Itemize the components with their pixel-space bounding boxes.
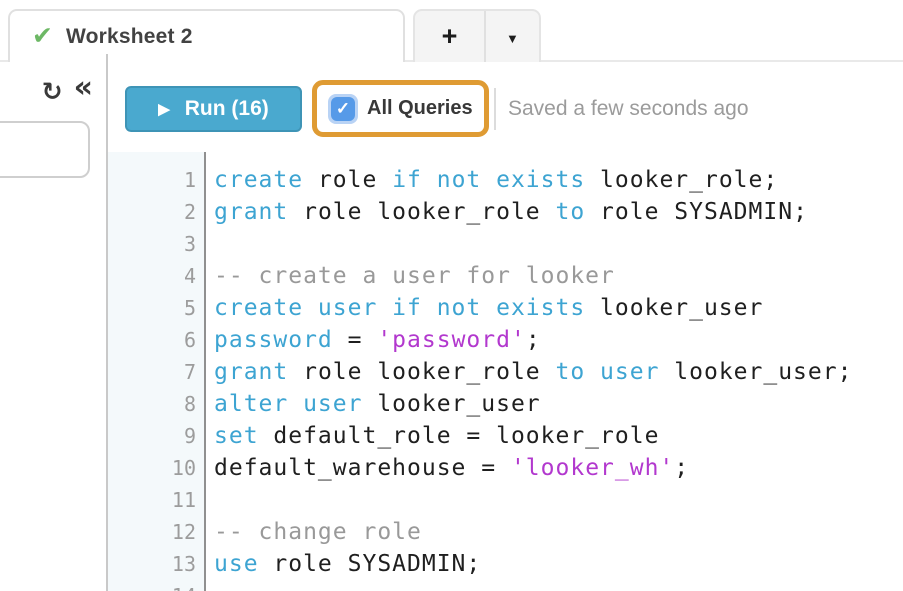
code-token-cm: -- change role (214, 519, 422, 545)
new-worksheet-button[interactable]: + (415, 11, 486, 62)
code-token-pl: role SYSADMIN; (258, 551, 482, 577)
code-token-cm: -- create a user for looker (214, 263, 615, 289)
code-token-str: 'looker_wh' (510, 455, 675, 481)
code-token-kw: password (214, 327, 333, 353)
main-area: ▶ Run (16) ✓ All Queries Saved a few sec… (108, 62, 903, 591)
line-number: 9 (183, 424, 196, 448)
code-line[interactable]: -- change role (214, 516, 903, 548)
line-number: 11 (171, 488, 196, 512)
toolbar-divider (494, 88, 496, 130)
code-line[interactable] (214, 484, 903, 516)
code-line[interactable]: -- create a user for looker (214, 260, 903, 292)
code-token-pl: role SYSADMIN; (585, 199, 808, 225)
code-token-pl: role looker_role (288, 199, 556, 225)
line-number: 4 (183, 264, 196, 288)
code-token-kw: create user if not exists (214, 295, 586, 321)
line-number: 12 (171, 520, 196, 544)
line-number: 7 (183, 360, 196, 384)
code-line[interactable]: set default_role = looker_role (214, 420, 903, 452)
code-token-pl: looker_user (362, 391, 541, 417)
search-box[interactable] (0, 121, 90, 178)
all-queries-checkbox[interactable]: ✓ (328, 93, 358, 124)
sql-editor: 1234567891011121314 create role if not e… (108, 152, 903, 591)
play-icon: ▶ (158, 100, 170, 118)
code-token-pl: role (303, 167, 393, 193)
tab-bar: ✔ Worksheet 2 + ▼ (0, 0, 903, 62)
code-token-pl: ; (674, 455, 690, 481)
code-token-kw: grant (214, 359, 289, 385)
code-line[interactable]: alter user looker_user (214, 388, 903, 420)
tab-worksheet-2[interactable]: ✔ Worksheet 2 (8, 9, 405, 62)
code-token-kw: grant (214, 199, 289, 225)
code-token-kw: use (214, 551, 259, 577)
line-number: 3 (183, 232, 196, 256)
line-number: 8 (183, 392, 196, 416)
line-number: 13 (171, 552, 196, 576)
line-number: 1 (183, 168, 196, 192)
worksheet-toolbar: ▶ Run (16) ✓ All Queries Saved a few sec… (108, 62, 903, 152)
code-line[interactable] (214, 228, 903, 260)
collapse-panel-icon[interactable]: « (73, 70, 93, 105)
code-token-pl: = (332, 327, 378, 353)
code-token-kw: create (214, 167, 304, 193)
code-line[interactable]: use role SYSADMIN; (214, 548, 903, 580)
code-line[interactable]: default_warehouse = 'looker_wh'; (214, 452, 903, 484)
line-number: 6 (183, 328, 196, 352)
all-queries-highlight-box: ✓ All Queries (312, 80, 489, 137)
code-line[interactable]: grant role looker_role to user looker_us… (214, 356, 903, 388)
code-line[interactable]: create user if not exists looker_user (214, 292, 903, 324)
line-number: 10 (171, 456, 196, 480)
code-token-pl: ; (525, 327, 541, 353)
line-number-gutter: 1234567891011121314 (108, 152, 206, 591)
code-token-kw: to user (555, 359, 660, 385)
code-line[interactable] (214, 580, 903, 591)
code-token-pl: role looker_role (288, 359, 556, 385)
code-token-kw: to (555, 199, 586, 225)
line-number: 2 (183, 200, 196, 224)
run-button-label: Run (16) (184, 97, 269, 120)
code-token-pl: looker_user (585, 295, 764, 321)
code-token-pl: default_warehouse = (214, 455, 511, 481)
code-line[interactable]: password = 'password'; (214, 324, 903, 356)
code-line[interactable]: create role if not exists looker_role; (214, 164, 903, 196)
refresh-icon[interactable]: ↻ (41, 76, 63, 106)
worksheet-menu-dropdown-button[interactable]: ▼ (486, 11, 539, 62)
code-token-kw: set (214, 423, 259, 449)
checkbox-check-icon: ✓ (331, 96, 355, 121)
line-number: 5 (183, 296, 196, 320)
code-area[interactable]: create role if not exists looker_role;gr… (206, 152, 903, 591)
code-token-kw: alter user (214, 391, 363, 417)
panel-icon-row: ↻ « (41, 70, 93, 106)
panel-divider (106, 54, 108, 591)
code-line[interactable]: grant role looker_role to role SYSADMIN; (214, 196, 903, 228)
code-token-pl: looker_user; (659, 359, 853, 385)
run-button[interactable]: ▶ Run (16) (125, 86, 302, 132)
all-queries-label: All Queries (367, 97, 473, 119)
code-token-str: 'password' (377, 327, 526, 353)
new-tab-button-group: + ▼ (413, 9, 541, 62)
code-token-pl: looker_role; (585, 167, 779, 193)
object-side-panel: ↻ « (0, 62, 106, 591)
tab-label: Worksheet 2 (65, 24, 193, 48)
saved-status-text: Saved a few seconds ago (508, 97, 749, 120)
code-token-pl: default_role = looker_role (258, 423, 660, 449)
line-number: 14 (108, 580, 196, 591)
saved-check-icon: ✔ (32, 22, 53, 50)
code-token-kw: if not exists (392, 167, 586, 193)
